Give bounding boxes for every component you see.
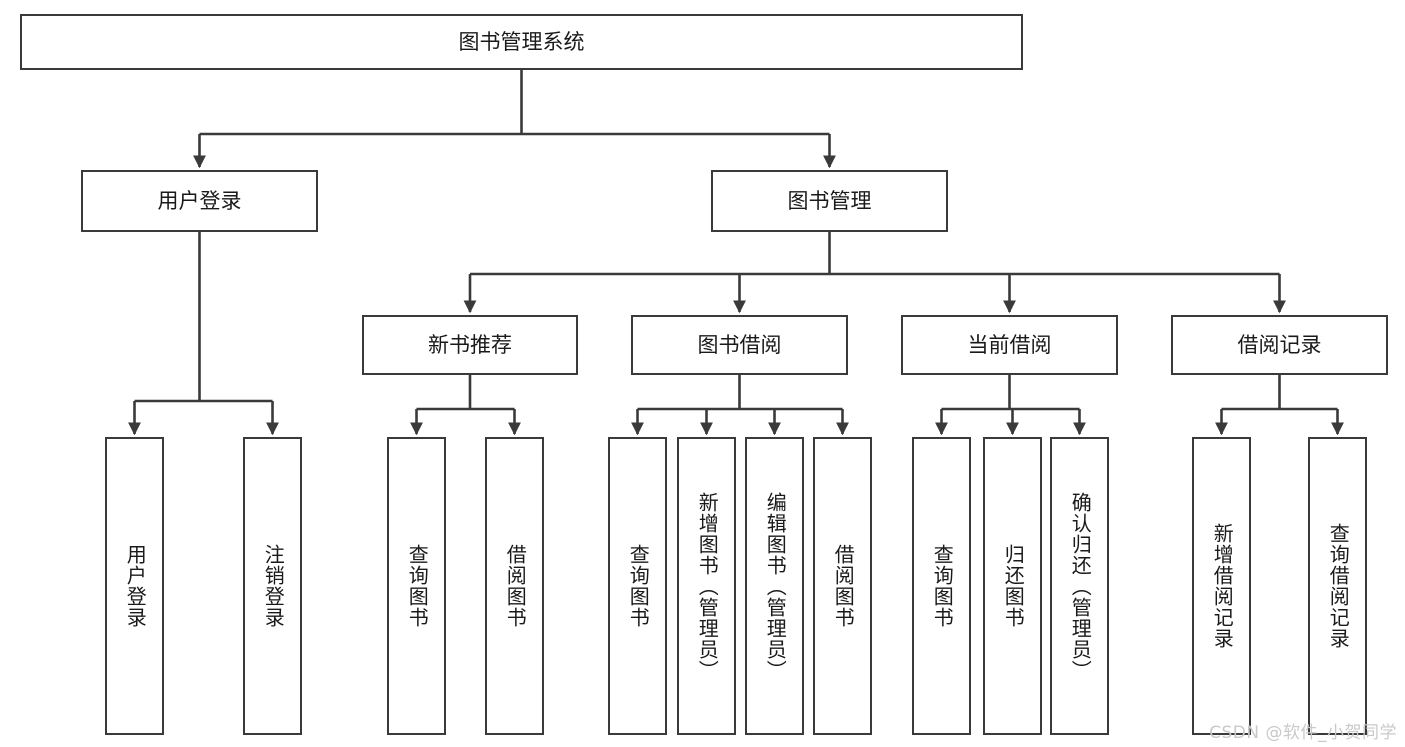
- node-label: 新书推荐: [428, 332, 512, 357]
- node-label: 注销登录: [261, 544, 286, 628]
- node-label: 借阅图书: [503, 544, 528, 628]
- root-node-0[interactable]: 图书管理系统: [20, 14, 1023, 70]
- node-label: 确认归还（管理员）: [1068, 491, 1093, 681]
- level2-node-0[interactable]: 用户登录: [81, 170, 318, 232]
- node-label: 查询借阅记录: [1326, 523, 1351, 649]
- leaf-node-0[interactable]: 用户登录: [105, 437, 164, 735]
- leaf-node-1[interactable]: 注销登录: [243, 437, 302, 735]
- node-label: 借阅图书: [831, 544, 856, 628]
- node-label: 查询图书: [930, 544, 955, 628]
- leaf-node-5[interactable]: 新增图书（管理员）: [677, 437, 736, 735]
- leaf-node-12[interactable]: 查询借阅记录: [1308, 437, 1367, 735]
- node-label: 当前借阅: [967, 332, 1052, 357]
- level3-node-0[interactable]: 新书推荐: [362, 315, 578, 375]
- node-label: 用户登录: [157, 188, 242, 213]
- node-label: 编辑图书（管理员）: [763, 491, 788, 681]
- leaf-node-11[interactable]: 新增借阅记录: [1192, 437, 1251, 735]
- leaf-node-8[interactable]: 查询图书: [912, 437, 971, 735]
- leaf-node-7[interactable]: 借阅图书: [813, 437, 872, 735]
- leaf-node-2[interactable]: 查询图书: [387, 437, 446, 735]
- node-label: 图书管理系统: [458, 29, 585, 54]
- leaf-node-4[interactable]: 查询图书: [608, 437, 667, 735]
- leaf-node-6[interactable]: 编辑图书（管理员）: [745, 437, 804, 735]
- leaf-node-9[interactable]: 归还图书: [983, 437, 1042, 735]
- level3-node-1[interactable]: 图书借阅: [631, 315, 848, 375]
- level3-node-2[interactable]: 当前借阅: [901, 315, 1118, 375]
- node-label: 图书借阅: [697, 332, 782, 357]
- node-label: 图书管理: [787, 188, 872, 213]
- leaf-node-3[interactable]: 借阅图书: [485, 437, 544, 735]
- node-label: 用户登录: [123, 544, 148, 628]
- node-label: 查询图书: [626, 544, 651, 628]
- level2-node-1[interactable]: 图书管理: [711, 170, 948, 232]
- node-label: 归还图书: [1001, 544, 1026, 628]
- node-label: 借阅记录: [1237, 332, 1322, 357]
- node-label: 新增图书（管理员）: [695, 491, 720, 681]
- leaf-node-10[interactable]: 确认归还（管理员）: [1050, 437, 1109, 735]
- watermark-label: CSDN @软件_小贺同学: [1209, 723, 1397, 743]
- level3-node-3[interactable]: 借阅记录: [1171, 315, 1388, 375]
- node-label: 查询图书: [405, 544, 430, 628]
- node-label: 新增借阅记录: [1210, 523, 1235, 649]
